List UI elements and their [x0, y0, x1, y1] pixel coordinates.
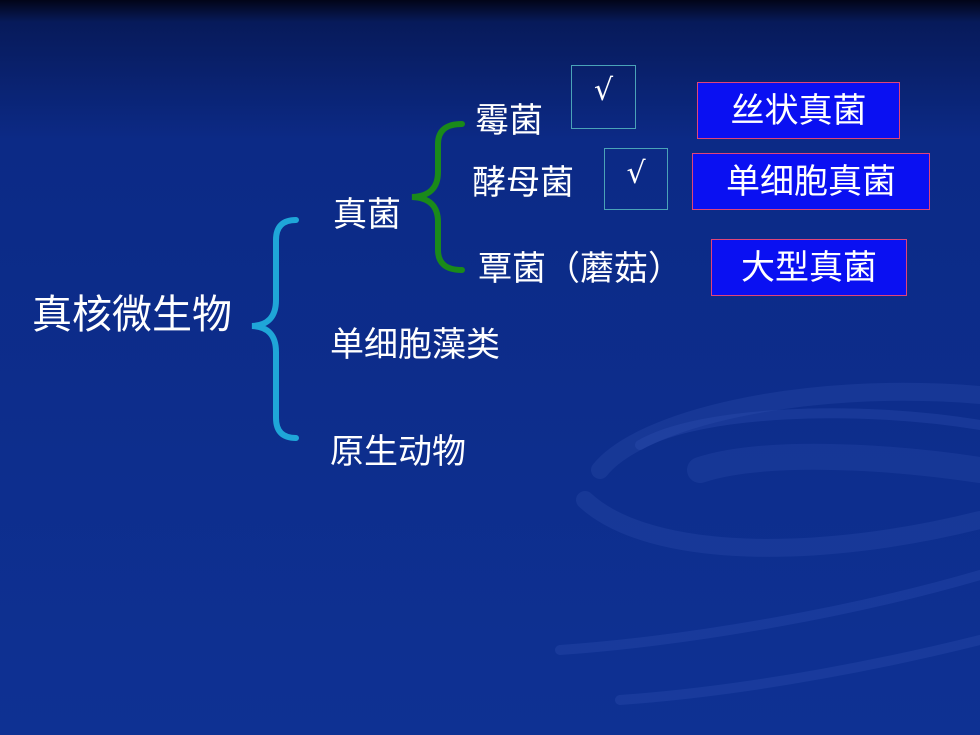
root-label: 真核微生物: [32, 292, 232, 338]
fungi-mold-label: 霉菌: [475, 101, 543, 141]
branch-protozoa-label: 原生动物: [330, 432, 466, 472]
tag-macro-fungi: 大型真菌: [711, 239, 907, 296]
fungi-mushroom-label: 覃菌（蘑菇）: [478, 249, 682, 289]
main-brace: [251, 217, 299, 441]
fungi-brace: [411, 121, 465, 273]
mold-checkmark: √: [571, 65, 636, 129]
yeast-checkmark: √: [604, 148, 668, 210]
tag-unicellular-fungi: 单细胞真菌: [692, 153, 930, 210]
branch-algae-label: 单细胞藻类: [330, 325, 500, 365]
fungi-yeast-label: 酵母菌: [472, 163, 574, 203]
branch-fungi-label: 真菌: [333, 195, 401, 235]
tag-filamentous-fungi: 丝状真菌: [697, 82, 900, 139]
